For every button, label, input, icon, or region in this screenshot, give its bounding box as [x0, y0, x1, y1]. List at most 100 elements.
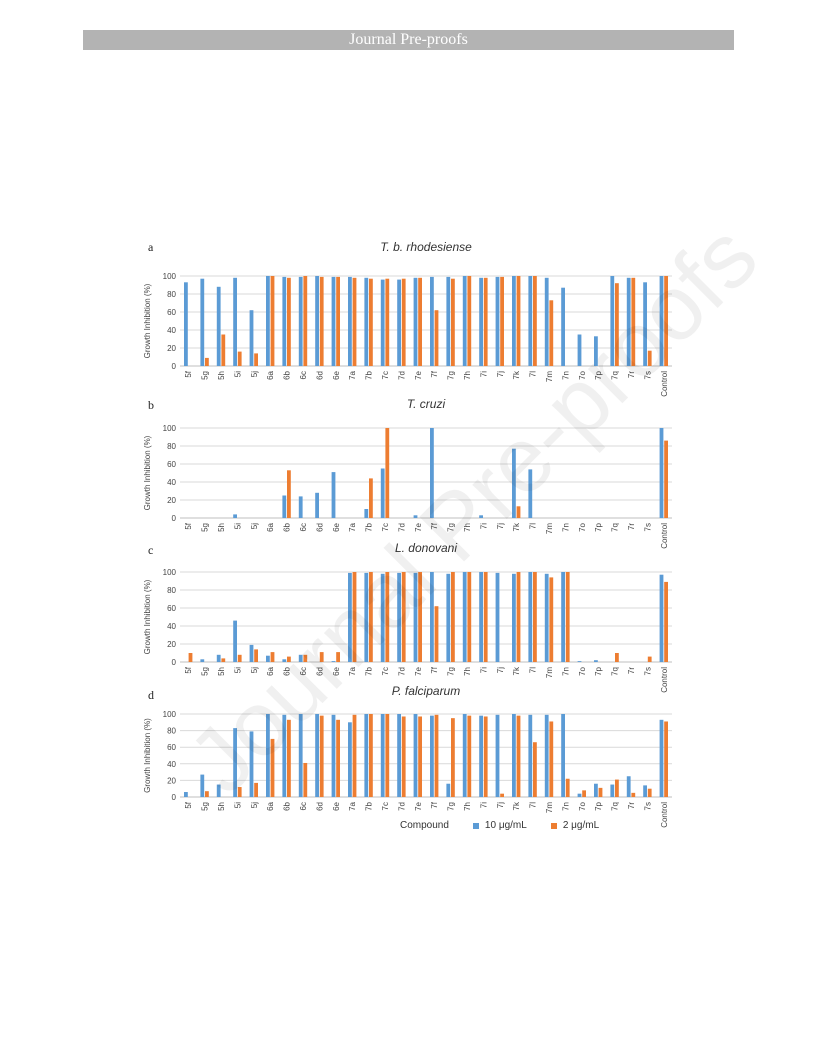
x-tick-label: 7r — [627, 371, 636, 378]
bar-10ug — [200, 774, 205, 797]
x-tick-label: 5i — [233, 371, 242, 377]
x-tick-label: 7e — [414, 370, 423, 379]
bar-10ug — [200, 659, 205, 662]
bar-2ug — [647, 656, 652, 662]
bar-2ug — [270, 738, 275, 797]
bar-2ug — [352, 277, 357, 366]
x-tick-label: 6a — [266, 666, 275, 675]
y-axis-label: Growth Inhibition (%) — [143, 435, 152, 510]
bar-2ug — [533, 572, 537, 662]
bar-2ug — [434, 310, 439, 366]
bar-2ug — [270, 276, 275, 366]
bar-2ug — [549, 721, 554, 797]
bar-10ug — [528, 276, 533, 366]
bar-10ug — [298, 654, 303, 662]
x-tick-label: 7k — [512, 370, 521, 379]
x-tick-label: 5j — [250, 667, 259, 673]
bar-10ug — [659, 428, 664, 518]
bar-10ug — [249, 644, 254, 662]
bar-2ug — [483, 716, 488, 797]
bar-10ug — [216, 784, 221, 797]
y-tick-label: 60 — [167, 308, 176, 317]
bar-10ug — [643, 785, 647, 797]
y-tick-label: 20 — [167, 640, 176, 649]
bar-2ug — [385, 572, 390, 662]
bar-2ug — [254, 649, 258, 662]
bar-10ug — [594, 660, 598, 662]
x-tick-label: 6a — [266, 370, 275, 379]
x-tick-label: 7h — [463, 523, 472, 532]
x-tick-label: 7r — [627, 523, 636, 530]
x-tick-label: 7a — [348, 666, 357, 675]
bar-2ug — [516, 572, 521, 662]
bar-10ug — [659, 276, 664, 366]
x-tick-label: 7d — [397, 523, 406, 532]
x-tick-label: 7j — [496, 802, 505, 808]
bar-2ug — [319, 652, 324, 662]
bar-2ug — [336, 276, 340, 366]
y-tick-label: 20 — [167, 776, 176, 785]
x-tick-label: 6e — [332, 801, 341, 810]
x-tick-label: 5j — [250, 371, 259, 377]
panel-letter-d: d — [148, 688, 154, 702]
x-tick-label: 7g — [447, 371, 456, 380]
bar-10ug — [561, 714, 565, 797]
x-tick-label: 7b — [365, 666, 374, 675]
x-tick-label: 5g — [201, 667, 210, 676]
bar-2ug — [418, 716, 422, 797]
x-tick-label: 7n — [561, 523, 570, 532]
bar-10ug — [216, 286, 221, 366]
x-tick-label: 5g — [201, 371, 210, 380]
bar-2ug — [287, 470, 291, 518]
bar-2ug — [451, 278, 455, 366]
bar-10ug — [184, 792, 188, 797]
x-tick-label: 7q — [611, 667, 620, 676]
bar-10ug — [413, 277, 418, 366]
bar-10ug — [610, 784, 615, 797]
chart-legend: Compound 10 μg/mL 2 μg/mL — [400, 820, 599, 831]
panel-letter-c: c — [148, 543, 154, 557]
bar-10ug — [216, 654, 221, 662]
y-tick-label: 80 — [167, 586, 176, 595]
y-tick-label: 0 — [172, 362, 177, 371]
bar-2ug — [385, 428, 390, 518]
x-tick-label: 7n — [561, 802, 570, 811]
x-tick-label: 5f — [184, 666, 193, 673]
x-tick-label: 6b — [283, 666, 292, 675]
bar-2ug — [451, 572, 455, 662]
bar-2ug — [287, 719, 291, 797]
x-tick-label: 6a — [266, 801, 275, 810]
bar-2ug — [336, 652, 340, 662]
bar-2ug — [467, 715, 472, 797]
bar-2ug — [664, 581, 668, 662]
bar-10ug — [430, 572, 434, 662]
x-tick-label: 7f — [430, 801, 439, 808]
x-tick-label: 6d — [315, 667, 324, 676]
x-tick-label: 7c — [381, 667, 390, 675]
x-tick-label: 5h — [217, 371, 226, 380]
bar-10ug — [430, 715, 434, 797]
bar-2ug — [287, 277, 291, 366]
bar-2ug — [467, 276, 472, 366]
journal-header-text: Journal Pre-proofs — [349, 31, 468, 48]
x-tick-label: 7m — [545, 371, 554, 382]
y-tick-label: 20 — [167, 344, 176, 353]
x-tick-label: 7f — [430, 370, 439, 377]
bar-2ug — [549, 577, 554, 662]
x-tick-label: 7n — [561, 371, 570, 380]
x-tick-label: 7a — [348, 801, 357, 810]
bar-2ug — [664, 440, 668, 518]
bar-10ug — [282, 495, 287, 518]
bar-2ug — [369, 572, 373, 662]
legend-swatch-2ug — [550, 822, 557, 829]
bar-10ug — [315, 276, 319, 366]
bar-10ug — [430, 428, 434, 518]
bar-10ug — [233, 514, 237, 518]
x-tick-label: 5i — [233, 523, 242, 529]
x-tick-label: Control — [660, 371, 669, 397]
x-tick-label: 5g — [201, 802, 210, 811]
y-tick-label: 40 — [167, 622, 176, 631]
y-tick-label: 100 — [163, 710, 177, 719]
x-tick-label: 7d — [397, 371, 406, 380]
bar-10ug — [544, 573, 549, 662]
